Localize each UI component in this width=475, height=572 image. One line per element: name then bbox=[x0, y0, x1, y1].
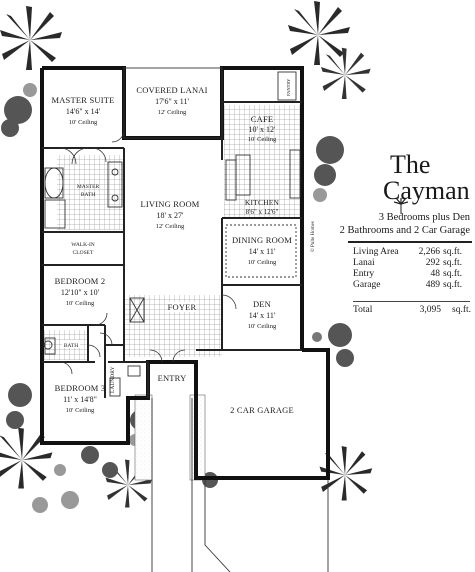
subtitle-bedrooms: 3 Bedrooms plus Den bbox=[378, 212, 470, 223]
room-dining: DINING ROOM 14' x 11' 10' Ceiling bbox=[232, 235, 292, 266]
area-value: 292 bbox=[425, 258, 440, 268]
area-label: Living Area bbox=[353, 247, 399, 257]
room-foyer: FOYER bbox=[168, 302, 197, 312]
room-dims: 8'6" x 12'6" bbox=[246, 208, 279, 216]
room-name: BATH bbox=[64, 343, 78, 349]
room-kitchen: KITCHEN 8'6" x 12'6" bbox=[245, 198, 280, 216]
palm-tree-icon bbox=[394, 198, 408, 214]
area-row: Living Area 2,266 sq.ft. bbox=[353, 247, 471, 258]
divider bbox=[353, 301, 470, 302]
room-walk-in-closet: WALK-IN CLOSET bbox=[71, 242, 95, 256]
total-label: Total bbox=[353, 305, 373, 315]
room-ceiling: 10' Ceiling bbox=[66, 407, 95, 414]
room-ceiling: 10' Ceiling bbox=[66, 300, 95, 307]
room-name: 2 CAR GARAGE bbox=[230, 405, 294, 415]
model-title-line1: The bbox=[390, 150, 431, 179]
room-dims: 11' x 14'8" bbox=[63, 395, 97, 404]
room-bedroom-3: BEDROOM 3 11' x 14'8" 10' Ceiling bbox=[55, 383, 106, 414]
room-cafe: CAFE 10' x 12' 10' Ceiling bbox=[248, 114, 277, 143]
room-living: LIVING ROOM 18' x 27' 12' Ceiling bbox=[140, 199, 199, 230]
divider bbox=[348, 241, 472, 243]
room-name: KITCHEN bbox=[245, 198, 280, 207]
area-unit: sq.ft. bbox=[443, 280, 462, 290]
room-bedroom-2: BEDROOM 2 12'10" x 10' 10' Ceiling bbox=[55, 276, 106, 307]
area-value: 489 bbox=[425, 280, 440, 290]
room-name: CAFE bbox=[251, 114, 274, 124]
room-dims: 14' x 11' bbox=[249, 311, 276, 320]
room-name: FOYER bbox=[168, 302, 197, 312]
total-unit: sq.ft. bbox=[452, 305, 471, 315]
room-covered-lanai: COVERED LANAI 17'6" x 11' 12' Ceiling bbox=[136, 85, 207, 116]
room-name: BEDROOM 2 bbox=[55, 276, 106, 286]
room-pantry: PANTRY bbox=[286, 78, 291, 96]
doors bbox=[59, 129, 237, 375]
room-name: BEDROOM 3 bbox=[55, 383, 106, 393]
driveway bbox=[151, 398, 329, 572]
interior-walls bbox=[42, 101, 302, 398]
room-dims: 10' x 12' bbox=[249, 125, 276, 134]
room-name: MASTER bbox=[77, 184, 100, 190]
area-unit: sq.ft. bbox=[443, 247, 462, 257]
subtitle-baths-garage: 2 Bathrooms and 2 Car Garage bbox=[339, 225, 470, 236]
room-master-suite: MASTER SUITE 14'6" x 14' 10' Ceiling bbox=[51, 95, 114, 126]
room-dims: 17'6" x 11' bbox=[155, 97, 189, 106]
room-dims: 14' x 11' bbox=[249, 247, 276, 256]
room-dims: 12'10" x 10' bbox=[61, 288, 100, 297]
room-name: DEN bbox=[253, 299, 271, 309]
palm-tree-icon bbox=[321, 47, 371, 99]
room-name: MASTER SUITE bbox=[51, 95, 114, 105]
builder-mark: © Pulte Homes bbox=[310, 221, 316, 252]
room-name: LIVING ROOM bbox=[140, 199, 199, 209]
room-name: COVERED LANAI bbox=[136, 85, 207, 95]
area-row: Entry 48 sq.ft. bbox=[353, 269, 471, 280]
room-ceiling: 10' Ceiling bbox=[248, 323, 277, 330]
area-row: Lanai 292 sq.ft. bbox=[353, 258, 471, 269]
room-ceiling: 10' Ceiling bbox=[248, 259, 277, 266]
area-value: 48 bbox=[430, 269, 441, 279]
palm-tree-icon bbox=[0, 6, 62, 70]
landscaping bbox=[0, 1, 373, 513]
shrub-icon bbox=[23, 83, 327, 513]
area-label: Lanai bbox=[353, 258, 375, 268]
palm-tree-icon bbox=[288, 1, 350, 65]
area-value: 2,266 bbox=[418, 247, 440, 257]
room-name: WALK-IN bbox=[71, 242, 95, 248]
room-den: DEN 14' x 11' 10' Ceiling bbox=[248, 299, 277, 330]
room-name: CLOSET bbox=[73, 250, 94, 256]
area-label: Garage bbox=[353, 280, 381, 290]
room-name: DINING ROOM bbox=[232, 235, 292, 245]
palm-tree-icon bbox=[0, 427, 53, 489]
area-label: Entry bbox=[353, 269, 375, 279]
room-ceiling: 12' Ceiling bbox=[156, 223, 185, 230]
room-ceiling: 10' Ceiling bbox=[248, 136, 277, 143]
room-entry: ENTRY bbox=[158, 373, 187, 383]
room-name: BATH bbox=[81, 192, 95, 198]
room-ceiling: 10' Ceiling bbox=[69, 119, 98, 126]
area-unit: sq.ft. bbox=[443, 258, 462, 268]
room-name: ENTRY bbox=[158, 373, 187, 383]
room-dims: 14'6" x 14' bbox=[66, 107, 101, 116]
room-garage: 2 CAR GARAGE bbox=[230, 405, 294, 415]
area-row: Garage 489 sq.ft. bbox=[353, 280, 471, 291]
room-laundry: LAUNDRY bbox=[110, 366, 116, 393]
room-master-bath: MASTER BATH bbox=[77, 184, 100, 198]
room-dims: 18' x 27' bbox=[157, 211, 184, 220]
area-unit: sq.ft. bbox=[443, 269, 462, 279]
total-value: 3,095 bbox=[419, 305, 441, 315]
room-ceiling: 12' Ceiling bbox=[158, 109, 187, 116]
area-table: Living Area 2,266 sq.ft. Lanai 292 sq.ft… bbox=[353, 247, 471, 291]
room-bath: BATH bbox=[62, 340, 80, 349]
fixtures bbox=[43, 71, 322, 397]
